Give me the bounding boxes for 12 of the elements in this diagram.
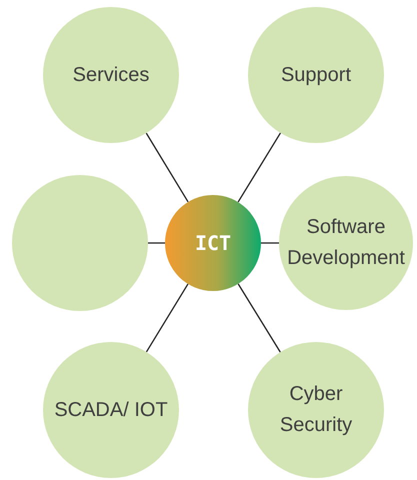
connector-line [146, 132, 189, 202]
connector-line [238, 132, 282, 202]
connector-line [261, 242, 279, 244]
connector-line [146, 284, 189, 352]
node-label: ICT [194, 230, 232, 256]
node-label: Cyber Security [278, 382, 354, 438]
node-label: SCADA/ IOT [53, 398, 169, 422]
node-label: Support [280, 62, 352, 88]
connector-line [238, 284, 281, 352]
connector-line [148, 242, 165, 244]
node-label: Software Development [286, 215, 406, 271]
node-label: Services [72, 62, 150, 88]
